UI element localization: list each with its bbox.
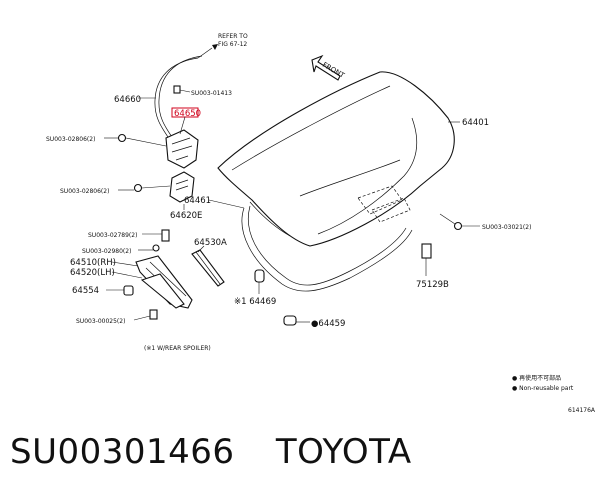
label-64530a: 64530A (194, 238, 227, 248)
bolt-su003-02789 (142, 229, 170, 242)
front-arrow-icon (311, 54, 341, 81)
bolt-su003-02980 (138, 244, 160, 252)
refer-to-line1: REFER TO (218, 33, 248, 40)
brand-name: TOYOTA (275, 432, 412, 472)
release-cable-64660 (138, 44, 218, 141)
hinge-64510-64520 (111, 255, 193, 309)
label-64660: 64660 (114, 95, 141, 105)
label-64520-lh: 64520(LH) (70, 268, 115, 278)
trunk-lid-64401 (217, 71, 455, 247)
label-64620e: 64620E (170, 211, 202, 221)
legend-line1: ● 再使用不可部品 (512, 374, 561, 382)
weatherstrip-64461 (208, 199, 413, 292)
parts-diagram: FRONT REFER TO FIG 67-12 64660 SU003-014… (46, 33, 596, 414)
trunk-lock-64650 (165, 107, 199, 169)
label-64459: ●64459 (311, 319, 345, 329)
label-64461: 64461 (184, 196, 211, 206)
label-su003-02806-lower: SU003-02806(2) (60, 188, 109, 195)
cushion-64469 (254, 269, 265, 294)
label-64469: ※1 64469 (234, 297, 276, 307)
bolt-su003-02806-upper (104, 133, 167, 147)
label-64510-rh: 64510(RH) (70, 258, 116, 268)
legend-line2: ● Non-reusable part (512, 385, 574, 392)
bolt-su003-00025 (133, 309, 158, 321)
label-su003-02980: SU003-02980(2) (82, 248, 131, 255)
label-su003-00025: SU003-00025(2) (76, 318, 125, 325)
figure-code: 614176A (568, 407, 596, 414)
refer-to-line2: FIG 67-12 (218, 41, 247, 48)
label-64401: 64401 (462, 118, 489, 128)
screw-su003-03021 (439, 213, 480, 231)
label-64650: 64650 (174, 109, 201, 119)
cushion-64459 (283, 315, 310, 326)
label-64554: 64554 (72, 286, 99, 296)
label-su003-02789: SU003-02789(2) (88, 232, 137, 239)
cushion-64554 (106, 285, 134, 296)
label-75129b (421, 243, 432, 276)
label-su003-03021: SU003-03021(2) (482, 224, 531, 231)
footer-caption: SU00301466 TOYOTA (10, 432, 412, 480)
label-su003-01413: SU003-01413 (191, 90, 232, 97)
part-number: SU00301466 (10, 432, 235, 472)
note-w-rear-spoiler: (※1 W/REAR SPOILER) (144, 345, 211, 352)
label-75129b: 75129B (416, 280, 449, 290)
label-su003-02806-upper: SU003-02806(2) (46, 136, 95, 143)
striker-64620e (118, 171, 195, 210)
damper-64530a (191, 245, 225, 287)
